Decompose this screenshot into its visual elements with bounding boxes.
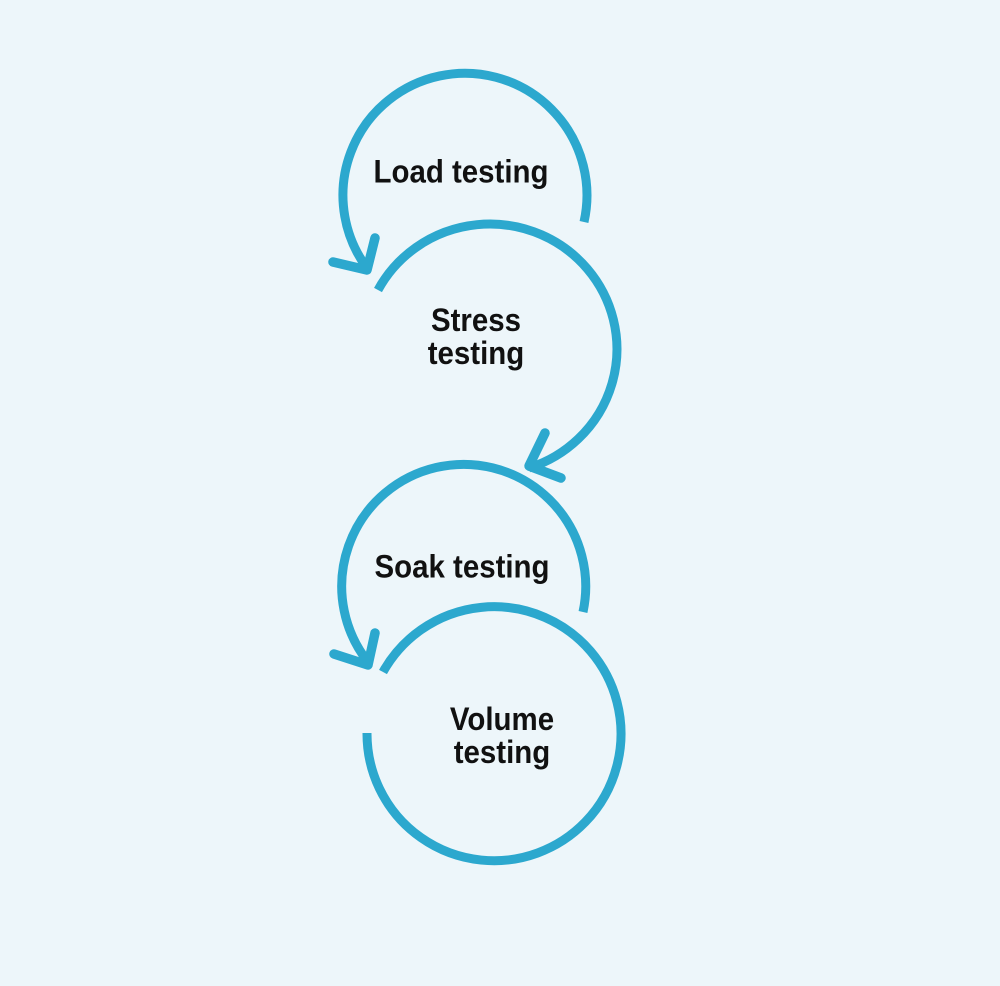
label-stress-testing-text: Stress testing [428,304,524,370]
label-line: Load testing [373,153,549,190]
label-stress-testing: Stress testing [424,304,529,370]
label-soak-testing-text: Soak testing [374,548,550,585]
label-soak-testing: Soak testing [367,548,557,585]
label-line: testing [427,335,525,371]
loop-volume-testing [362,602,626,866]
loop-arc-volume-testing [362,602,626,866]
loop-arc-stress-testing [374,219,622,473]
loop-soak-testing [329,459,591,670]
label-line: testing [453,734,551,770]
loop-arc-soak-testing [337,459,591,665]
loop-stress-testing [374,219,622,483]
label-volume-testing-text: Volume testing [450,703,554,769]
label-load-testing: Load testing [366,153,556,190]
arrowhead-stress-to-soak-icon [524,428,566,483]
label-load-testing-text: Load testing [373,153,549,190]
arrowhead-soak-to-volume-icon [329,628,380,670]
label-line: Stress [430,302,522,338]
label-line: Volume [449,701,555,737]
loop-load-testing [328,68,592,275]
arrowhead-load-to-stress-icon [328,233,380,275]
label-volume-testing: Volume testing [445,703,558,769]
loop-arc-load-testing [338,68,592,271]
label-line: Soak testing [374,548,550,585]
